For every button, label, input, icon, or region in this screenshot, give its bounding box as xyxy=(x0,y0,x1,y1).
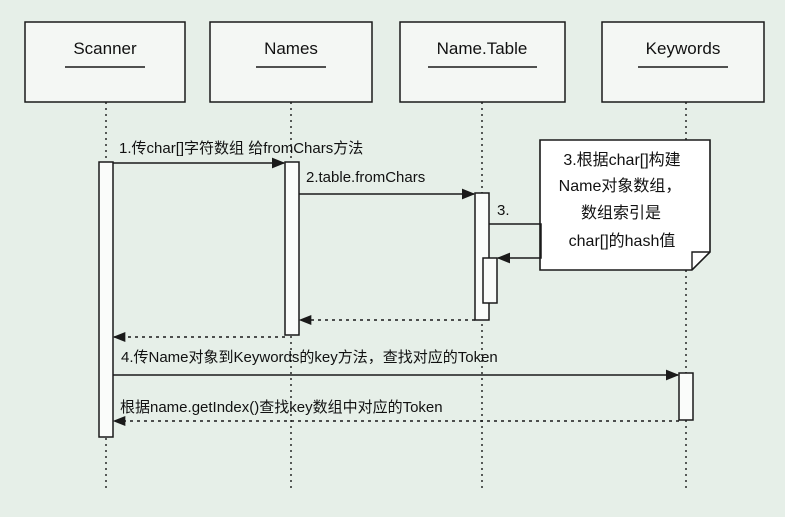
message-5-label: 根据name.getIndex()查找key数组中对应的Token xyxy=(120,398,443,416)
participant-scanner: Scanner xyxy=(24,21,186,103)
message-4: 4.传Name对象到Keywords的key方法，查找对应的Token xyxy=(113,348,680,381)
participant-scanner-label: Scanner xyxy=(73,39,137,58)
note-line-3: 数组索引是 xyxy=(581,204,661,222)
message-2-label: 2.table.fromChars xyxy=(306,169,425,186)
activations xyxy=(98,161,694,438)
activation-keywords xyxy=(678,372,694,421)
activation-scanner xyxy=(98,161,114,438)
activation-names xyxy=(284,161,300,336)
message-5: 根据name.getIndex()查找key数组中对应的Token xyxy=(112,398,679,427)
participant-keywords-label: Keywords xyxy=(646,39,721,58)
participant-names-label: Names xyxy=(264,39,318,58)
participant-name-table: Name.Table xyxy=(399,21,566,103)
note-line-1: 3.根据char[]构建 xyxy=(563,151,680,169)
message-3: 3. xyxy=(489,202,542,264)
message-4-label: 4.传Name对象到Keywords的key方法，查找对应的Token xyxy=(121,348,498,366)
message-2: 2.table.fromChars xyxy=(299,169,476,200)
participant-name-table-label: Name.Table xyxy=(437,39,528,58)
participant-keywords: Keywords xyxy=(601,21,765,103)
message-1-label: 1.传char[]字符数组 给fromChars方法 xyxy=(119,140,363,157)
note-box: 3.根据char[]构建 Name对象数组， 数组索引是 char[]的hash… xyxy=(539,139,711,271)
note-line-2: Name对象数组， xyxy=(559,177,682,195)
note-line-4: char[]的hash值 xyxy=(569,232,676,250)
activation-name-table-self xyxy=(482,257,498,304)
message-3-label: 3. xyxy=(497,202,510,219)
participant-names: Names xyxy=(209,21,373,103)
message-1: 1.传char[]字符数组 给fromChars方法 xyxy=(113,140,363,169)
